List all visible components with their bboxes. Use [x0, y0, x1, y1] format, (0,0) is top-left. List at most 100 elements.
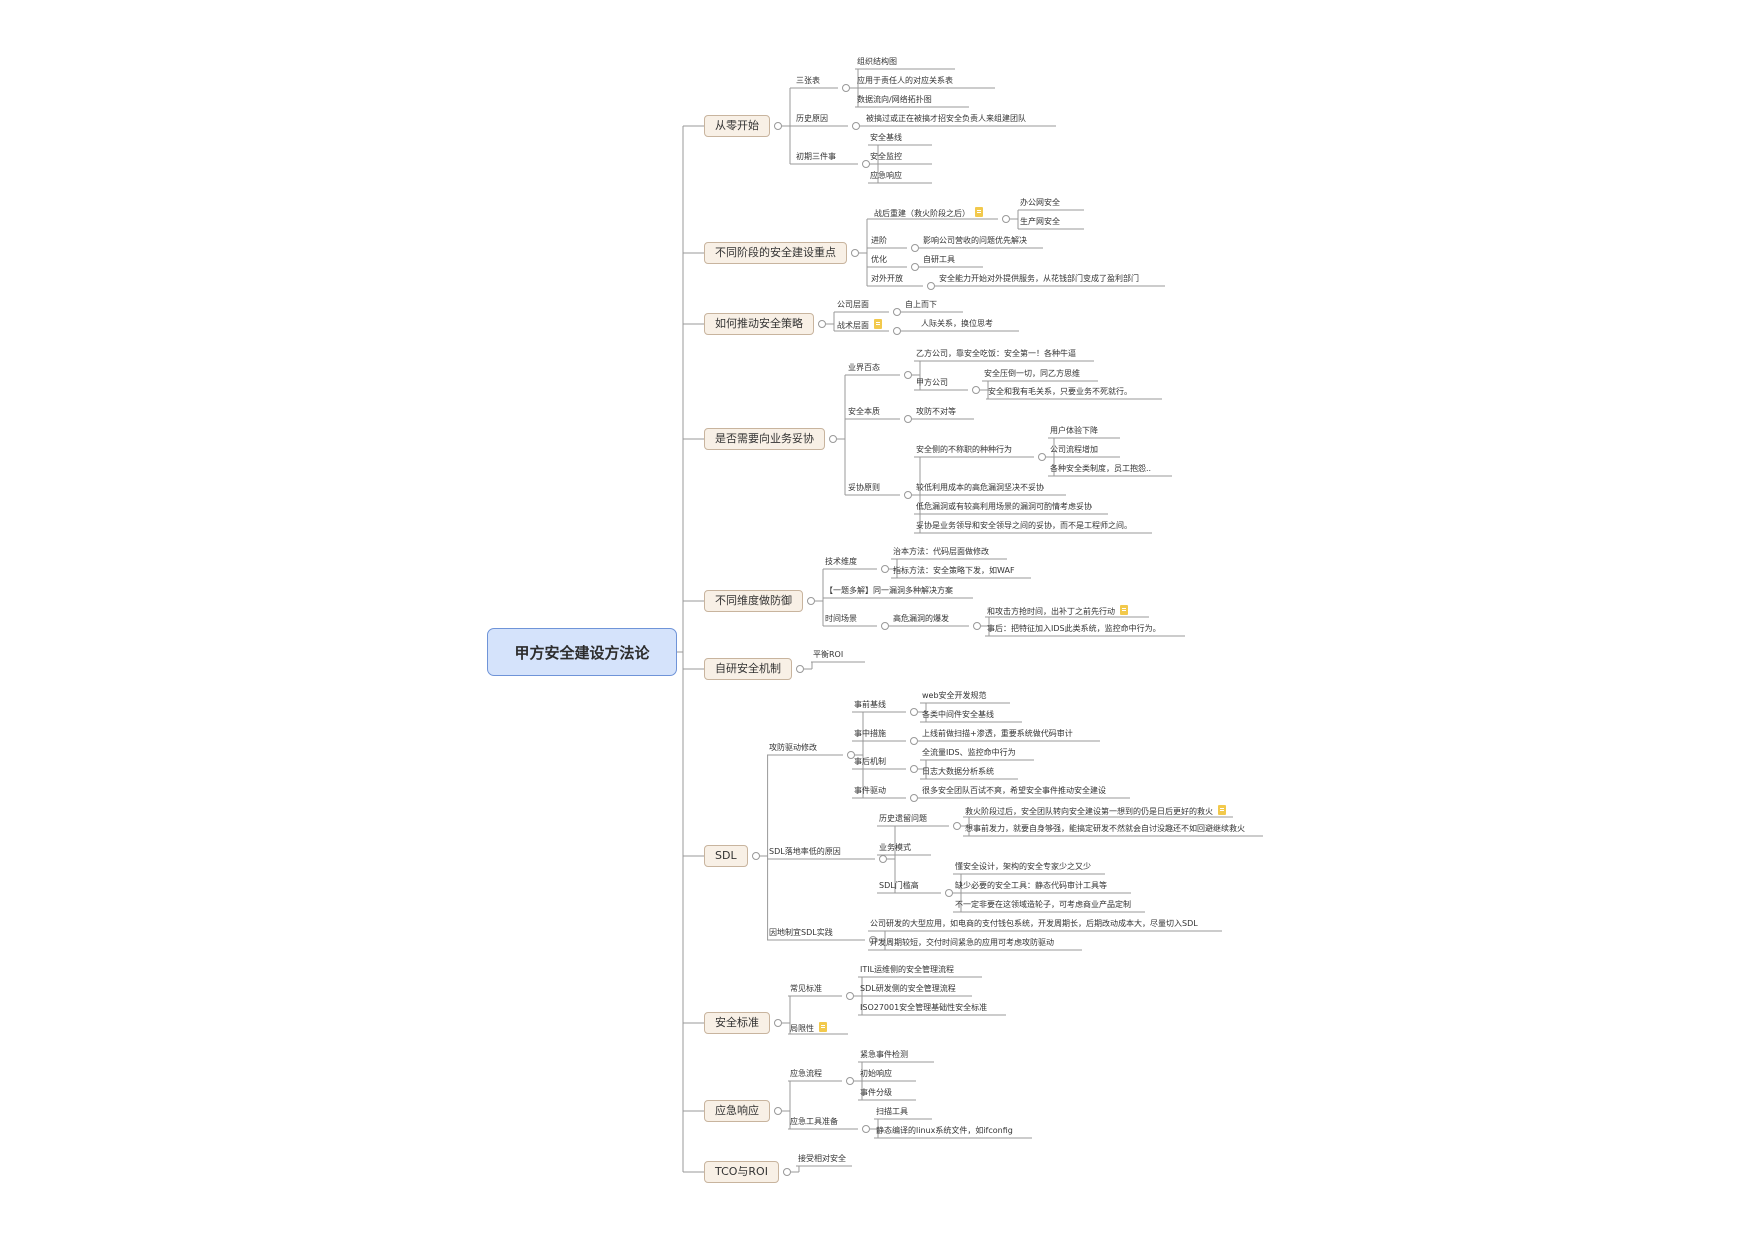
topic-node[interactable]: 应用于责任人的对应关系表	[855, 76, 955, 86]
main-topic[interactable]: TCO与ROI	[704, 1161, 779, 1183]
topic-node[interactable]: 技术维度	[823, 557, 859, 567]
topic-node[interactable]: 自上而下	[903, 300, 939, 310]
collapse-toggle[interactable]	[927, 282, 935, 290]
collapse-toggle[interactable]	[1038, 453, 1046, 461]
topic-node[interactable]: 应急响应	[868, 171, 904, 181]
collapse-toggle[interactable]	[973, 622, 981, 630]
collapse-toggle[interactable]	[945, 889, 953, 897]
topic-node[interactable]: 时间场景	[823, 614, 859, 624]
topic-node[interactable]: 历史遗留问题	[877, 814, 929, 824]
topic-node[interactable]: 开发周期较短，交付时间紧急的应用可考虑攻防驱动	[868, 938, 1056, 948]
collapse-toggle[interactable]	[782, 1168, 791, 1176]
main-topic[interactable]: 自研安全机制	[704, 658, 792, 680]
topic-node[interactable]: 各种安全类制度，员工抱怨..	[1048, 464, 1153, 474]
topic-node[interactable]: 安全监控	[868, 152, 904, 162]
collapse-toggle[interactable]	[774, 122, 782, 130]
topic-node[interactable]: 日志大数据分析系统	[920, 767, 996, 777]
topic-node[interactable]: 常见标准	[788, 984, 824, 994]
main-topic[interactable]: 安全标准	[704, 1012, 770, 1034]
collapse-toggle[interactable]	[910, 794, 918, 802]
collapse-toggle[interactable]	[879, 855, 887, 863]
topic-node[interactable]: 自研工具	[921, 255, 957, 265]
topic-node[interactable]: 历史原因	[794, 114, 830, 124]
topic-node[interactable]: 公司研发的大型应用，如电商的支付钱包系统，开发周期长，后期改动成本大，尽量切入S…	[868, 919, 1200, 929]
topic-node[interactable]: 不一定非要在这领域造轮子，可考虑商业产品定制	[953, 900, 1133, 910]
main-topic[interactable]: 不同阶段的安全建设重点	[704, 242, 847, 264]
topic-node[interactable]: 数据流向/网络拓扑图	[855, 95, 934, 105]
collapse-toggle[interactable]	[842, 84, 850, 92]
collapse-toggle[interactable]	[774, 1107, 782, 1115]
collapse-toggle[interactable]	[807, 597, 815, 605]
collapse-toggle[interactable]	[953, 822, 961, 830]
topic-node[interactable]: 低危漏洞或有较高利用场景的漏洞可酌情考虑妥协	[914, 502, 1094, 512]
topic-node[interactable]: 应急流程	[788, 1069, 824, 1079]
topic-node[interactable]: 甲方公司	[914, 378, 950, 388]
topic-node[interactable]: 【一题多解】同一漏洞多种解决方案	[823, 586, 955, 596]
topic-node[interactable]: 妥协是业务领导和安全领导之间的妥协，而不是工程师之间。	[914, 521, 1134, 531]
topic-node[interactable]: 局限性	[788, 1022, 829, 1034]
topic-node[interactable]: 事后：把特征加入IDS此类系统，监控命中行为。	[985, 624, 1163, 634]
collapse-toggle[interactable]	[751, 852, 760, 860]
topic-node[interactable]: 攻防不对等	[914, 407, 958, 417]
topic-node[interactable]: 扫描工具	[874, 1107, 910, 1117]
topic-node[interactable]: 上线前做扫描+渗透，重要系统做代码审计	[920, 729, 1075, 739]
collapse-toggle[interactable]	[904, 491, 912, 499]
topic-node[interactable]: web安全开发规范	[920, 691, 989, 701]
topic-node[interactable]: 生产网安全	[1018, 217, 1062, 227]
topic-node[interactable]: 三张表	[794, 76, 822, 86]
collapse-toggle[interactable]	[774, 1019, 782, 1027]
note-icon[interactable]	[819, 1022, 827, 1032]
collapse-toggle[interactable]	[911, 263, 919, 271]
topic-node[interactable]: 救火阶段过后，安全团队转向安全建设第一想到的仍是日后更好的救火	[963, 805, 1228, 817]
topic-node[interactable]: ITIL运维侧的安全管理流程	[858, 965, 956, 975]
topic-node[interactable]: 战术层面	[835, 319, 884, 331]
topic-node[interactable]: SDL研发侧的安全管理流程	[858, 984, 958, 994]
collapse-toggle[interactable]	[910, 737, 918, 745]
topic-node[interactable]: 缺少必要的安全工具：静态代码审计工具等	[953, 881, 1109, 891]
topic-node[interactable]: 攻防驱动修改	[767, 743, 819, 753]
main-topic[interactable]: 不同维度做防御	[704, 590, 803, 612]
topic-node[interactable]: 高危漏洞的爆发	[891, 614, 951, 624]
collapse-toggle[interactable]	[796, 665, 804, 673]
main-topic[interactable]: 是否需要向业务妥协	[704, 428, 825, 450]
topic-node[interactable]: 紧急事件检测	[858, 1050, 910, 1060]
topic-node[interactable]: 优化	[869, 255, 889, 265]
root-topic[interactable]: 甲方安全建设方法论	[487, 628, 677, 676]
main-topic[interactable]: 应急响应	[704, 1100, 770, 1122]
topic-node[interactable]: ISO27001安全管理基础性安全标准	[858, 1003, 989, 1013]
topic-node[interactable]: 乙方公司，靠安全吃饭：安全第一！各种牛逼	[914, 349, 1078, 359]
topic-node[interactable]: 因地制宜SDL实践	[767, 928, 835, 938]
topic-node[interactable]: 事中措施	[852, 729, 888, 739]
topic-node[interactable]: 各类中间件安全基线	[920, 710, 996, 720]
collapse-toggle[interactable]	[904, 371, 912, 379]
collapse-toggle[interactable]	[893, 308, 901, 316]
collapse-toggle[interactable]	[893, 327, 901, 335]
topic-node[interactable]: 事前基线	[852, 700, 888, 710]
collapse-toggle[interactable]	[818, 320, 826, 328]
collapse-toggle[interactable]	[911, 244, 919, 252]
topic-node[interactable]: 人际关系，换位思考	[919, 319, 995, 329]
topic-node[interactable]: 办公网安全	[1018, 198, 1062, 208]
topic-node[interactable]: 较低利用成本的高危漏洞坚决不妥协	[914, 483, 1046, 493]
topic-node[interactable]: 影响公司营收的问题优先解决	[921, 236, 1029, 246]
collapse-toggle[interactable]	[881, 565, 889, 573]
topic-node[interactable]: 初期三件事	[794, 152, 838, 162]
topic-node[interactable]: SDL门槛高	[877, 881, 921, 891]
topic-node[interactable]: 接受相对安全	[796, 1154, 848, 1164]
main-topic[interactable]: 从零开始	[704, 115, 770, 137]
topic-node[interactable]: 指标方法：安全策略下发，如WAF	[891, 566, 1017, 576]
topic-node[interactable]: 安全和我有毛关系，只要业务不死就行。	[986, 387, 1134, 397]
topic-node[interactable]: 全流量IDS、监控命中行为	[920, 748, 1018, 758]
collapse-toggle[interactable]	[846, 992, 854, 1000]
topic-node[interactable]: 初始响应	[858, 1069, 894, 1079]
collapse-toggle[interactable]	[847, 751, 855, 759]
note-icon[interactable]	[874, 319, 882, 329]
topic-node[interactable]: 妥协原则	[846, 483, 882, 493]
topic-node[interactable]: 平衡ROI	[811, 650, 845, 660]
topic-node[interactable]: 和攻击方抢时间，出补丁之前先行动	[985, 605, 1130, 617]
topic-node[interactable]: SDL落地率低的原因	[767, 847, 843, 857]
collapse-toggle[interactable]	[851, 249, 859, 257]
topic-node[interactable]: 懂安全设计，架构的安全专家少之又少	[953, 862, 1093, 872]
collapse-toggle[interactable]	[881, 622, 889, 630]
note-icon[interactable]	[975, 207, 983, 217]
